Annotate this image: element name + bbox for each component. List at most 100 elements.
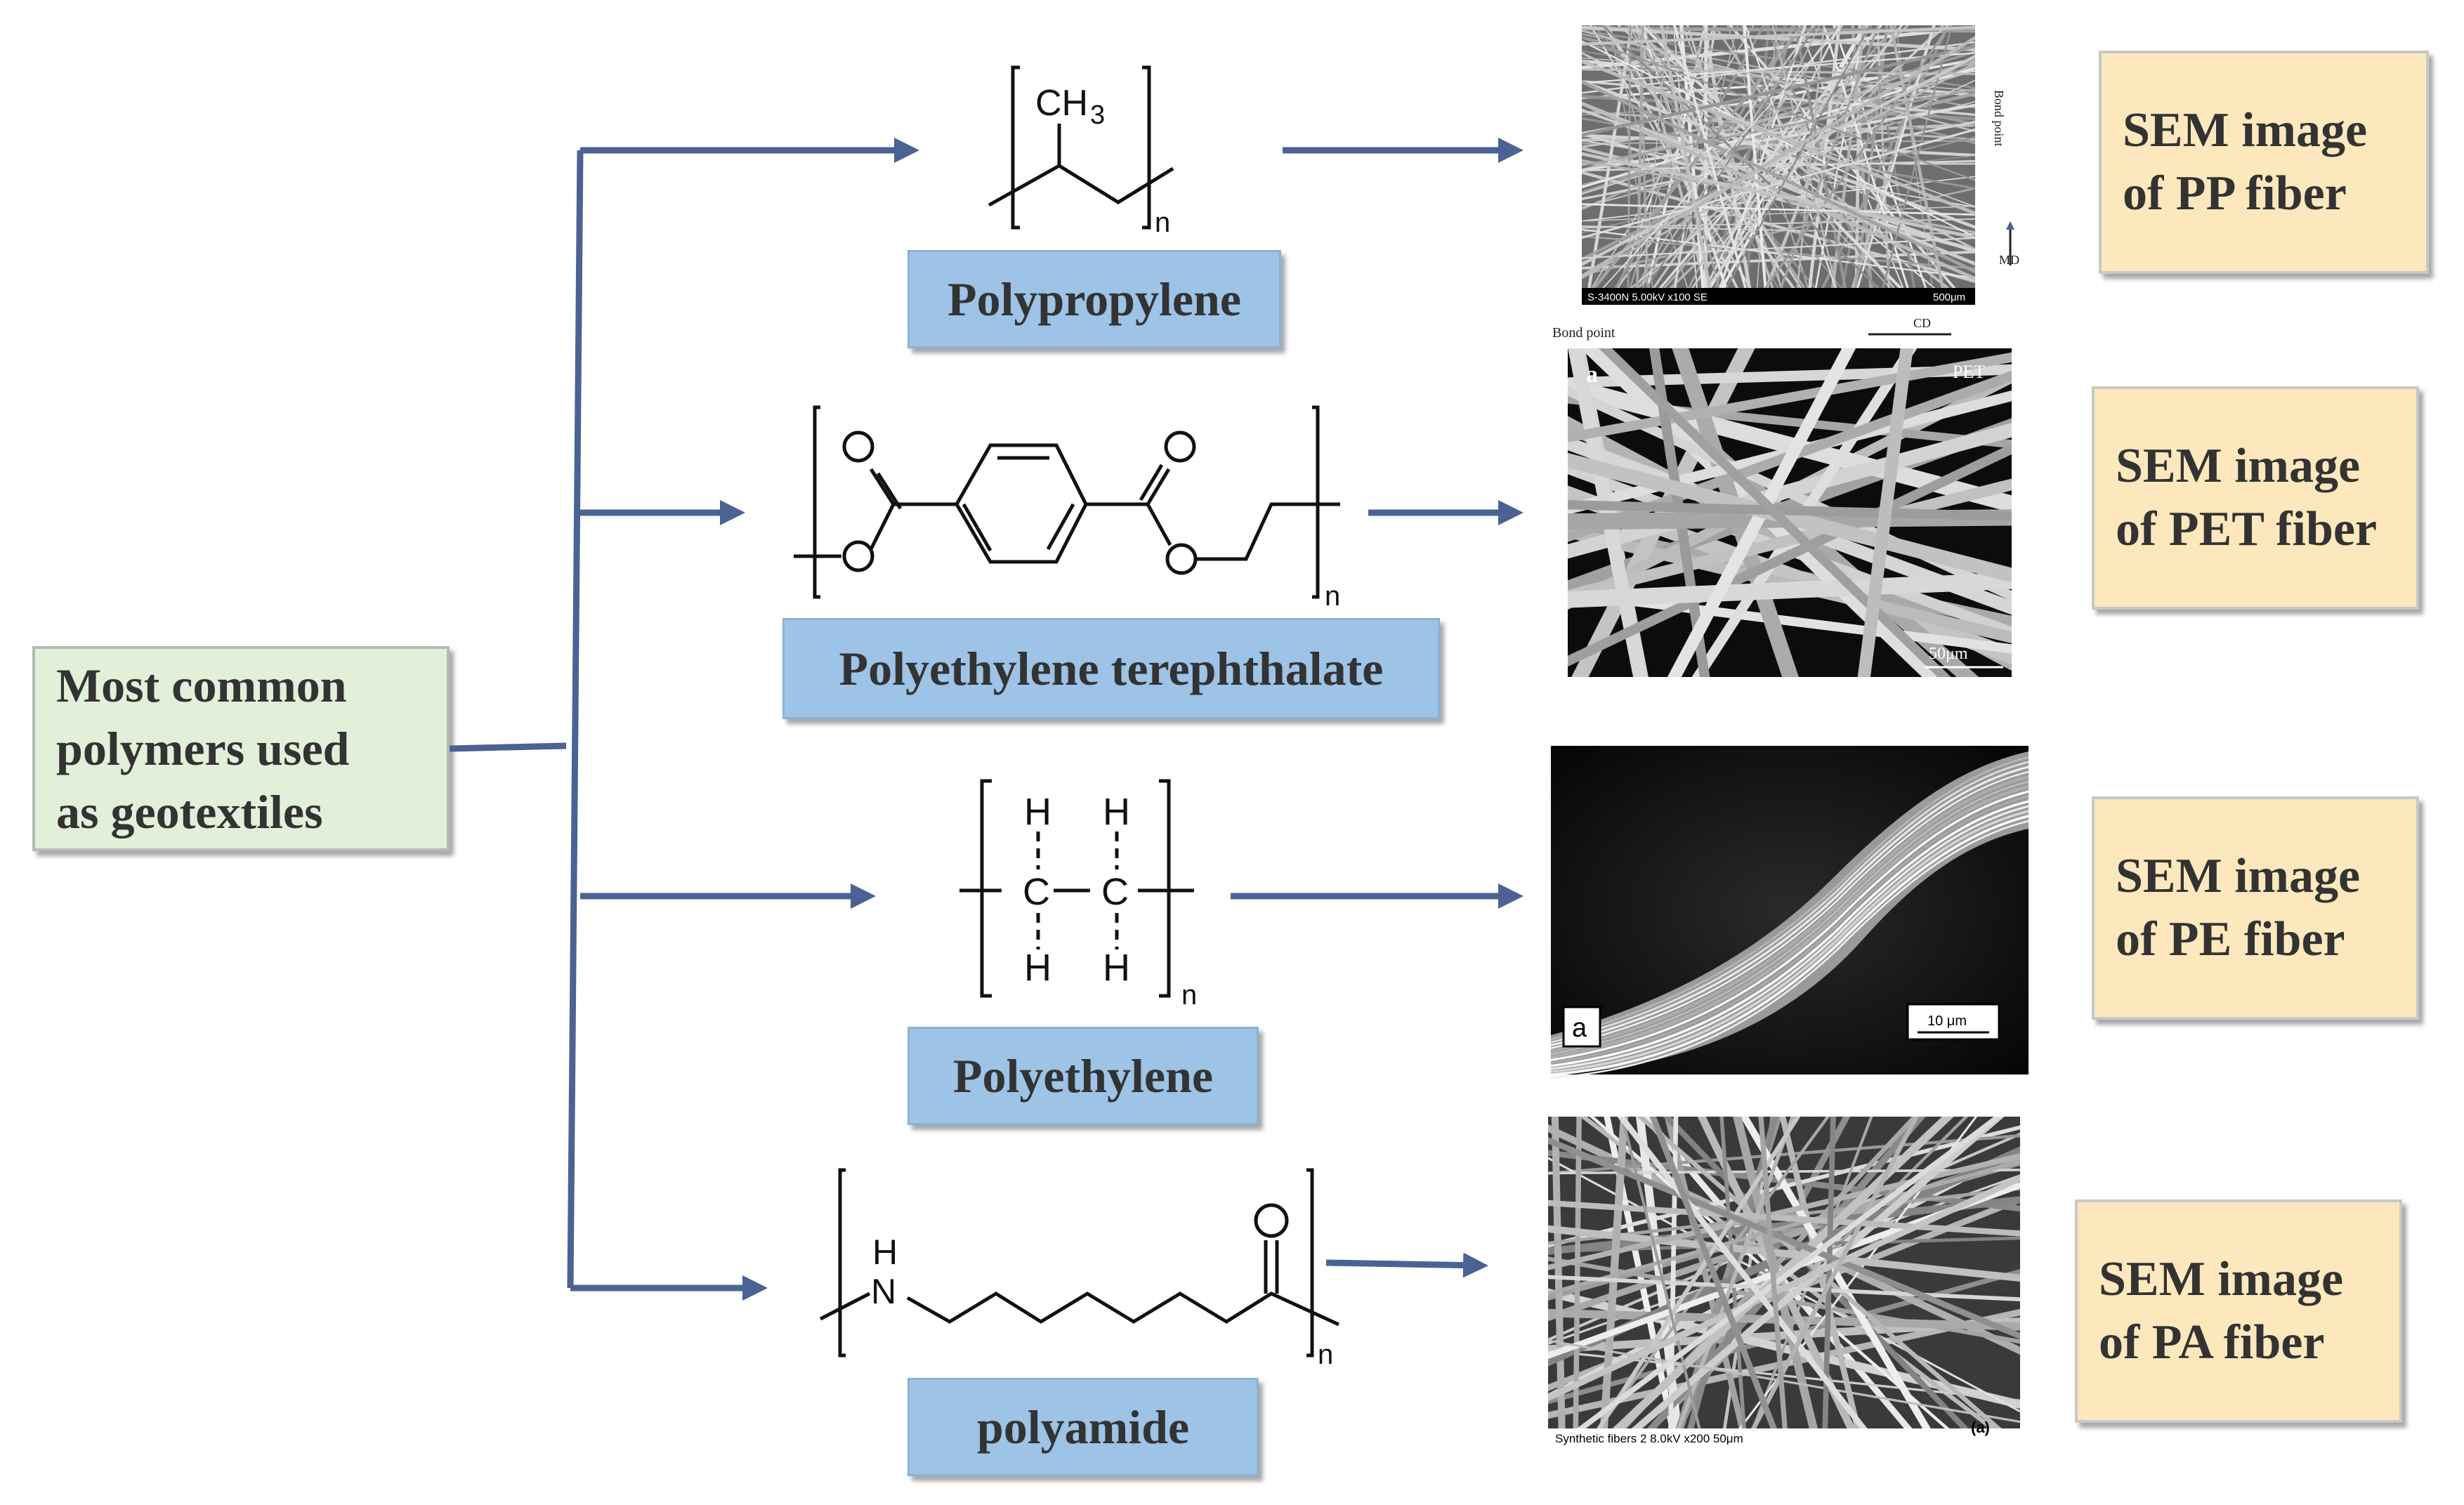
pe-h1: H bbox=[1024, 791, 1051, 833]
fiber-strand bbox=[1830, 25, 1866, 288]
fiber-strand bbox=[1582, 128, 1975, 239]
fiber-strand bbox=[1822, 1117, 1836, 1428]
fiber-strand bbox=[1582, 218, 1975, 229]
fiber-strand bbox=[1582, 59, 1975, 216]
fiber-strand bbox=[1582, 37, 1975, 181]
fiber-streak bbox=[1550, 820, 2029, 1079]
fiber-strand bbox=[1582, 152, 1975, 239]
pa-caption: Synthetic fibers 2 8.0kV x200 50μm bbox=[1555, 1432, 1743, 1445]
sem-label-pe: SEM image of PE fiber bbox=[2092, 796, 2419, 1020]
pe-h3: H bbox=[1024, 947, 1051, 989]
fiber-strand bbox=[1551, 1117, 1566, 1428]
fiber-streak bbox=[1550, 790, 2029, 1061]
pe-fiber-body bbox=[1551, 751, 2029, 1074]
sem-label-pet: SEM image of PET fiber bbox=[2092, 386, 2419, 610]
fiber-streak bbox=[1550, 770, 2029, 1049]
fiber-strand bbox=[1673, 25, 1747, 288]
fiber-streak bbox=[1550, 765, 2029, 1046]
fiber-streak bbox=[1550, 800, 2029, 1067]
pe-scale: 10 μm bbox=[1927, 1013, 1967, 1029]
fiber-strand bbox=[1725, 25, 1871, 288]
pet-tag: PET bbox=[1953, 362, 1985, 382]
sem-image-pa: Synthetic fibers 2 8.0kV x200 50μm (a) bbox=[1548, 1117, 2020, 1447]
pet-fibers bbox=[1568, 348, 2012, 677]
pet-corner-letter: a bbox=[1586, 362, 1598, 388]
fiber-strand bbox=[1568, 443, 2012, 667]
root-node: Most common polymers used as geotextiles bbox=[32, 646, 450, 851]
sem-label-pa: SEM image of PA fiber bbox=[2075, 1200, 2402, 1423]
fiber-strand bbox=[1634, 25, 1802, 288]
fiber-strand bbox=[1568, 478, 2012, 602]
pp-cd: CD bbox=[1913, 316, 1931, 330]
fiber-streak bbox=[1550, 775, 2029, 1053]
fiber-strand bbox=[1548, 1200, 2020, 1237]
fiber-strand bbox=[1640, 25, 1903, 288]
fiber-strand bbox=[1576, 1117, 2003, 1428]
pp-scale: 500μm bbox=[1933, 291, 1965, 303]
name-label-polyamide: polyamide bbox=[976, 1400, 1190, 1454]
fiber-strand bbox=[1895, 25, 1933, 288]
sem-label-pp-line-1: SEM image bbox=[2123, 103, 2368, 157]
pe-h2: H bbox=[1103, 791, 1130, 833]
fiber-strand bbox=[1882, 25, 1953, 288]
root-line-2: polymers used bbox=[56, 722, 350, 775]
pp-bond-point-bottom: Bond point bbox=[1552, 325, 1616, 341]
fiber-strand bbox=[1582, 203, 1975, 216]
fiber-strand bbox=[1677, 1117, 1795, 1428]
fiber-strand bbox=[1764, 25, 1951, 288]
pa-fibers bbox=[1548, 1117, 2020, 1428]
fiber-strand bbox=[1568, 385, 2012, 602]
pp-n: n bbox=[1155, 207, 1170, 238]
fiber-strand bbox=[1744, 25, 1771, 288]
pe-c1: C bbox=[1023, 871, 1050, 913]
pa-h: H bbox=[872, 1233, 898, 1272]
name-box-pet: Polyethylene terephthalate bbox=[782, 618, 1440, 719]
fiber-strand bbox=[1596, 1117, 1801, 1428]
fiber-strand bbox=[1582, 54, 1975, 267]
fiber-strand bbox=[1612, 1117, 1954, 1428]
pp-md: MD bbox=[1999, 253, 2019, 267]
formula-pet: O O O O n bbox=[794, 405, 1340, 612]
sem-image-pp: S-3400N 5.00kV x100 SE 500μm Bond point … bbox=[1552, 25, 2019, 341]
fiber-strand bbox=[1582, 88, 1975, 166]
fiber-strand bbox=[1582, 41, 1975, 145]
fiber-strand bbox=[1582, 29, 1975, 133]
pp-scalebar-text: S-3400N 5.00kV x100 SE bbox=[1587, 291, 1708, 303]
sem-label-pa-line-1: SEM image bbox=[2099, 1252, 2344, 1306]
fiber-streak bbox=[1550, 780, 2029, 1056]
fiber-strand bbox=[1582, 140, 1975, 145]
pa-n: n bbox=[1318, 1339, 1333, 1370]
sem-label-pe-line-1: SEM image bbox=[2116, 849, 2361, 903]
sem-label-pa-line-2: of PA fiber bbox=[2099, 1315, 2325, 1369]
fiber-strand bbox=[1548, 1349, 2020, 1402]
fiber-strand bbox=[1750, 1117, 1919, 1428]
fiber-strand bbox=[1649, 1117, 1777, 1428]
pp-fibers bbox=[1582, 25, 1975, 288]
fiber-strand bbox=[1598, 348, 1951, 677]
arrow-to-pa-sem bbox=[1325, 1252, 1488, 1278]
fiber-streak bbox=[1550, 784, 2029, 1059]
sem-image-pet: a PET 50μm bbox=[1568, 348, 2012, 677]
fiber-strand bbox=[1582, 40, 1975, 238]
fiber-strand bbox=[1582, 25, 1975, 46]
formula-polyamide: H N O n bbox=[819, 1168, 1340, 1370]
fiber-strand bbox=[1758, 1117, 1788, 1428]
trunk-line bbox=[567, 150, 584, 1289]
root-line-1: Most common bbox=[56, 659, 347, 712]
fiber-strand bbox=[1568, 500, 2012, 521]
fiber-strand bbox=[1642, 25, 1669, 288]
fiber-strand bbox=[1797, 25, 1904, 288]
formula-polypropylene: CH 3 n bbox=[988, 65, 1174, 238]
fiber-strand bbox=[1602, 25, 1844, 288]
fiber-strand bbox=[1771, 25, 1837, 288]
pp-ch3: CH bbox=[1035, 83, 1088, 124]
fiber-streak bbox=[1550, 815, 2029, 1077]
name-box-polyethylene: Polyethylene bbox=[907, 1027, 1259, 1125]
fiber-strand bbox=[1568, 378, 2012, 513]
formula-polyethylene: H H C C H H n bbox=[959, 779, 1197, 1011]
root-line-3: as geotextiles bbox=[56, 785, 323, 839]
pet-scale: 50μm bbox=[1929, 645, 1968, 663]
sem-label-pp: SEM image of PP fiber bbox=[2099, 51, 2429, 274]
fiber-strand bbox=[1646, 25, 1891, 288]
